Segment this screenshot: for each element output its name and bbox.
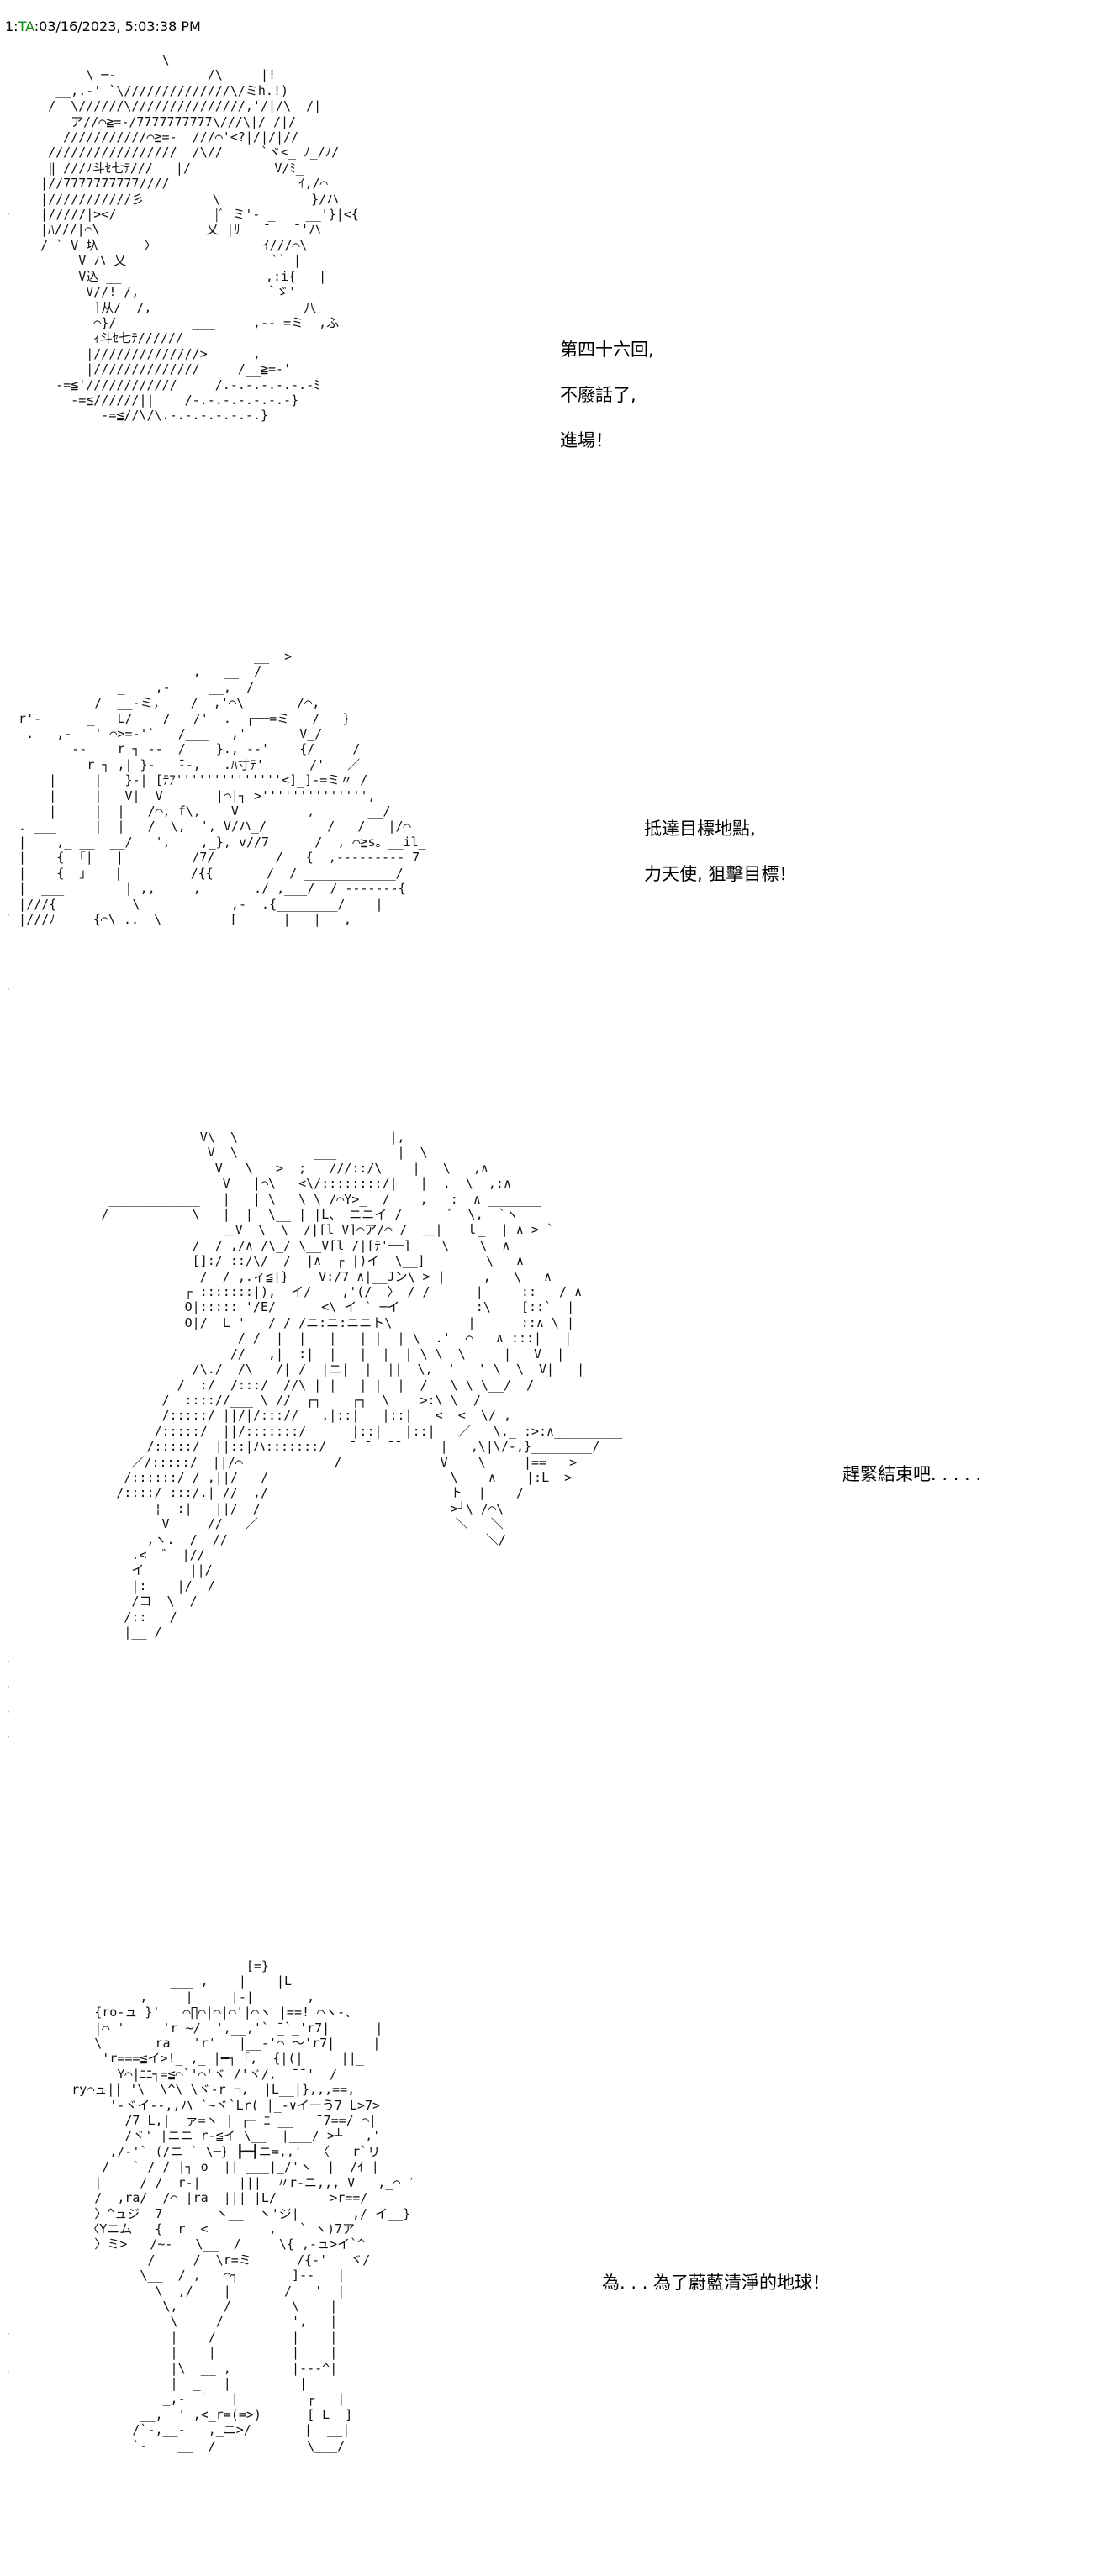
ascii-art-panel-1: \ \ ─- ________ /\ |! __,.-' `\/////////… [40,52,359,424]
dialogue-line: 為. . . 為了蔚藍清淨的地球！ [602,2273,831,2293]
dialogue-panel-4: 為. . . 為了蔚藍清淨的地球！ [602,2271,830,2294]
post-datetime: :03/16/2023, 5:03:38 PM [34,18,201,34]
dialogue-panel-1: 第四十六回, 不廢話了, 進場！ [560,338,654,452]
dialogue-line: 抵達目標地點, [644,819,756,839]
dialogue-panel-2: 抵達目標地點, 力天使, 狙擊目標！ [644,817,796,886]
margin-mark: · [7,2367,10,2378]
ascii-art-panel-3: V\ \ |, V \ ___ | \ V \ > ; ///::/\ | \ … [101,1130,623,1640]
dialogue-line: 趕緊結束吧. . . . . [842,1464,982,1484]
margin-mark: · [7,909,10,921]
margin-mark: · [7,1656,10,1667]
post-number: 1: [5,18,18,34]
margin-mark: · [7,208,10,220]
dialogue-line: 第四十六回, [560,340,654,360]
margin-mark: · [7,983,10,995]
ascii-art-panel-4: [=} ___ , | |L ____,_____| |-| ,___ ___ … [71,1958,416,2453]
post-header: 1:TA:03/16/2023, 5:03:38 PM [5,18,201,35]
margin-mark: · [7,2328,10,2340]
dialogue-line: 不廢話了, [560,385,636,405]
dialogue-line: 力天使, 狙擊目標！ [644,864,797,884]
margin-mark: · [7,1731,10,1743]
ascii-art-panel-2: __ > , __ / _ ,- __, / / __-ミ, / ,'⌒\ /⌒… [18,649,426,927]
poster-name[interactable]: TA [18,18,34,34]
dialogue-line: 進場！ [560,430,613,450]
margin-mark: · [7,1681,10,1693]
margin-mark: · [7,1706,10,1718]
dialogue-panel-3: 趕緊結束吧. . . . . [842,1462,981,1486]
